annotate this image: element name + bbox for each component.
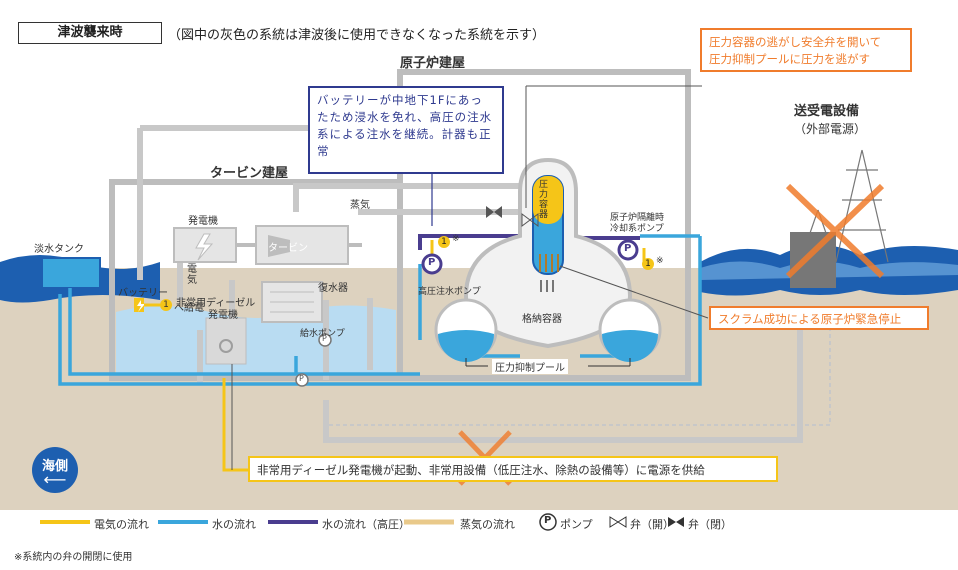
page-title: 津波襲来時 xyxy=(18,22,162,44)
valve-closed-icon xyxy=(486,206,494,218)
battery-marker: 1 xyxy=(160,299,172,311)
safety-valve-line-1: 圧力容器の逃がし安全弁を開いて xyxy=(709,35,882,49)
valve-open-icon xyxy=(521,213,531,227)
control-rods xyxy=(540,280,554,292)
ground-pump-letter: P xyxy=(299,374,304,383)
title-note: （図中の灰色の系統は津波後に使用できなくなった系統を示す） xyxy=(168,28,546,43)
legend-valve-closed: 弁（閉） xyxy=(688,518,732,531)
rcic-note-mark: ※ xyxy=(656,256,664,266)
battery-icon xyxy=(134,298,145,312)
sea-side-badge: 海側 ⟵ xyxy=(32,447,78,493)
generator-label: 発電機 xyxy=(188,216,218,227)
legend-steam: 蒸気の流れ xyxy=(460,518,515,531)
sea-side-label: 海側 xyxy=(41,459,68,474)
fresh-water-tank xyxy=(41,257,101,289)
legend-pump: ポンプ xyxy=(560,518,593,531)
pressure-vessel-top xyxy=(533,176,563,224)
pressure-vessel-label: 圧力容器 xyxy=(539,180,549,220)
dashed-ground-lines xyxy=(325,330,831,426)
reactor-building xyxy=(397,69,691,381)
generator-bolt-icon xyxy=(195,233,214,261)
legend-pump-letter: P xyxy=(544,515,552,526)
legend-valve-open: 弁（開） xyxy=(630,518,674,531)
emergency-generator-label: 発電機 xyxy=(208,310,238,321)
hpci-note-mark: ※ xyxy=(452,234,460,244)
steam-label: 蒸気 xyxy=(350,200,370,211)
reactor-building-label: 原子炉建屋 xyxy=(400,56,466,71)
electric-label: 電気 xyxy=(187,264,197,286)
rcic-label-2: 冷却系ポンプ xyxy=(610,224,664,234)
suppression-pool-label: 圧力抑制プール xyxy=(492,359,568,374)
feedwater-pump-label: 給水ポンプ xyxy=(300,329,345,339)
fresh-water-tank-label: 淡水タンク xyxy=(34,244,84,255)
fuel-rods xyxy=(539,254,559,272)
rcic-pump-icon xyxy=(617,239,639,261)
legend-water-hp: 水の流れ（高圧） xyxy=(322,518,410,531)
hpci-pump-icon xyxy=(421,253,443,275)
feedwater-pump-letter: P xyxy=(322,334,327,343)
diesel-callout: 非常用ディーゼル発電機が起動、非常用設備（低圧注水、除熱の設備等）に電源を供給 xyxy=(248,456,778,482)
hpci-pump-letter: P xyxy=(428,257,436,268)
safety-valve-line-2: 圧力抑制プールに圧力を逃がす xyxy=(709,52,870,66)
turbine-icon xyxy=(268,235,290,257)
rcic-label-1: 原子炉隔離時 xyxy=(610,213,665,223)
footnote: ※系統内の弁の開閉に使用 xyxy=(14,552,133,563)
scram-callout: スクラム成功による原子炉緊急停止 xyxy=(709,306,929,330)
turbine-label: タービン xyxy=(268,243,308,254)
rcic-pump-letter: P xyxy=(624,243,632,254)
ground-pump-icon xyxy=(295,373,309,387)
turbine-building-label: タービン建屋 xyxy=(210,166,289,181)
condenser-label: 復水器 xyxy=(318,283,348,294)
left-arrow-icon: ⟵ xyxy=(43,470,67,489)
battery-callout: バッテリーが中地下1Fにあったため浸水を免れ、高圧の注水系による注水を継続。計器… xyxy=(308,86,504,174)
hpci-battery-marker: 1 xyxy=(438,236,450,248)
safety-valve-callout: 圧力容器の逃がし安全弁を開いて 圧力抑制プールに圧力を逃がす xyxy=(700,28,912,72)
legend-electric: 電気の流れ xyxy=(94,518,149,531)
rcic-battery-marker: 1 xyxy=(642,258,654,270)
power-facility-label: 送受電設備 xyxy=(794,104,860,119)
power-feed-label: へ給電 xyxy=(174,303,204,314)
containment-label: 格納容器 xyxy=(522,314,562,325)
hpci-pump-label: 高圧注水ポンプ xyxy=(418,287,481,297)
emergency-diesel-label: 非常用ディーゼル xyxy=(176,298,256,309)
feedwater-pump-icon xyxy=(318,333,332,347)
external-power-label: （外部電源） xyxy=(794,122,867,136)
legend-water: 水の流れ xyxy=(212,518,256,531)
battery-label: バッテリー xyxy=(118,288,168,299)
damage-x-mark-icon xyxy=(785,183,885,279)
